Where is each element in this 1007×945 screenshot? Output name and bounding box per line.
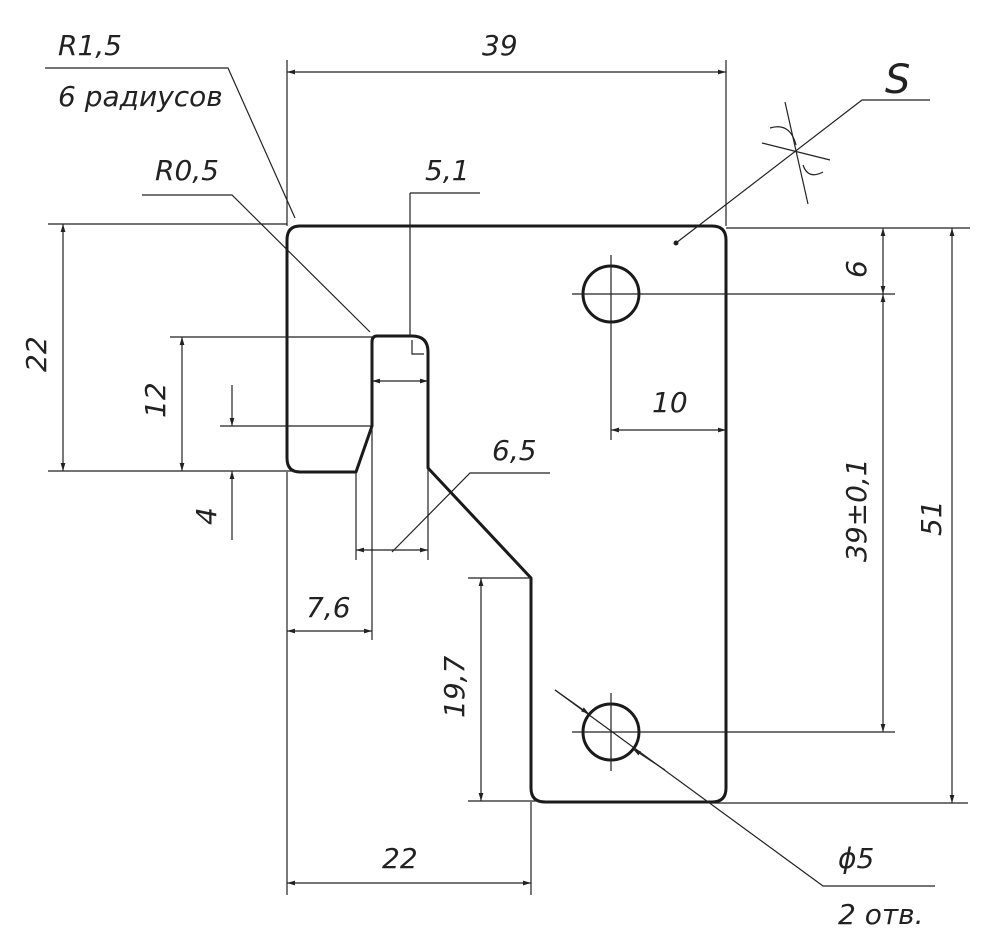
leader-hole-diameter-arrow-a: [554, 689, 590, 715]
label-radius-outer-note: 6 радиусов: [58, 80, 223, 113]
label-left-tab-width: 7,6: [306, 591, 351, 624]
label-hole-count: 2 отв.: [838, 898, 924, 931]
leader-hole-diameter-arrow-b: [632, 748, 666, 771]
part-outline: [285, 224, 728, 804]
label-hole-diameter: ϕ5: [838, 842, 874, 875]
thickness-mark-b: [761, 142, 831, 161]
leader-thickness: [675, 99, 930, 244]
label-chamfer-height: 4: [190, 507, 223, 525]
label-hole-edge-offset: 10: [652, 386, 688, 419]
leader-r1-5: [45, 67, 296, 219]
label-radius-outer: R1,5: [58, 29, 122, 62]
thickness-mark-a: [784, 101, 809, 205]
leader-hole-diameter: [554, 689, 935, 887]
label-slot-width: 5,1: [425, 154, 470, 187]
label-hole-spacing: 39±0,1: [840, 458, 873, 562]
label-overall-width: 39: [482, 29, 518, 62]
label-thickness: S: [885, 57, 910, 103]
label-notch-height: 12: [139, 382, 172, 418]
label-left-height: 22: [20, 336, 53, 372]
label-bottom-width: 22: [382, 842, 418, 875]
thickness-arc-b: [802, 164, 824, 176]
leader-gap-width: [391, 472, 550, 553]
label-radius-inner: R0,5: [155, 154, 219, 187]
corner-mark: [411, 340, 424, 355]
label-overall-height: 51: [915, 500, 948, 536]
label-gap-width: 6,5: [492, 434, 537, 467]
thickness-point: [673, 240, 679, 246]
leader-r0-5: [142, 194, 371, 333]
label-lower-height: 19,7: [438, 655, 471, 718]
label-top-hole-offset: 6: [840, 260, 873, 278]
thickness-arc-a: [769, 126, 797, 146]
